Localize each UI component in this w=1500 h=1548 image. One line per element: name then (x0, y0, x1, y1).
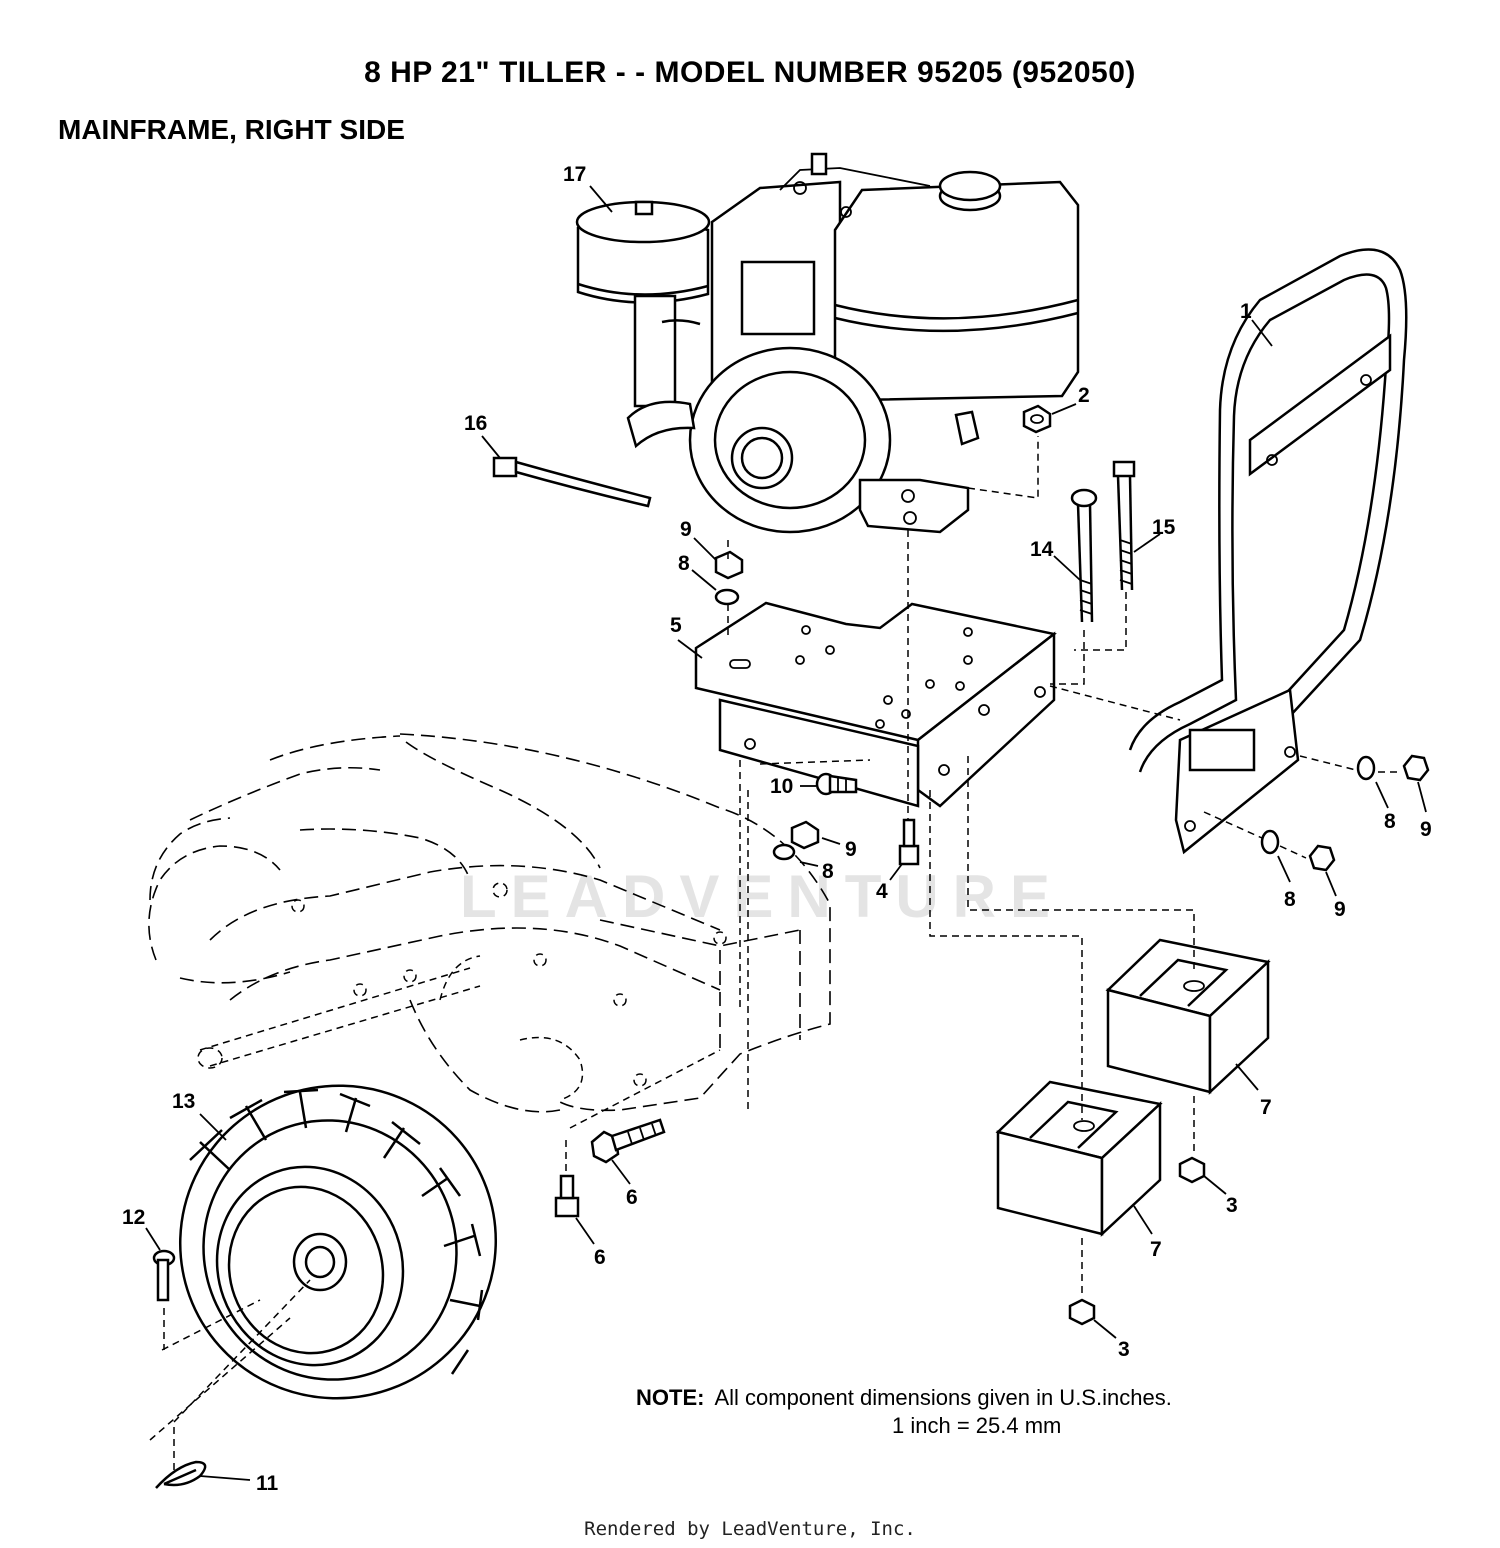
diagram-subtitle: MAINFRAME, RIGHT SIDE (58, 114, 405, 145)
bolt-6-upper (590, 1118, 666, 1164)
diagram-title: 8 HP 21" TILLER - - MODEL NUMBER 95205 (… (364, 56, 1136, 89)
callout-9-mid: 9 (845, 838, 857, 861)
callout-13: 13 (172, 1090, 195, 1113)
callout-15: 15 (1152, 516, 1176, 539)
callout-9-top: 9 (680, 518, 692, 541)
callout-12: 12 (122, 1206, 145, 1229)
assembly-lines (149, 436, 1400, 1470)
nut-3-upper (1178, 1156, 1206, 1184)
bolt-14 (1070, 488, 1098, 623)
front-bumper (1128, 248, 1408, 855)
nut-9-mid (790, 820, 820, 850)
mainframe-plate (694, 601, 1057, 808)
washer-8-mid (772, 843, 796, 861)
callout-11: 11 (256, 1472, 279, 1495)
wheel-tire (178, 1084, 498, 1400)
callout-4: 4 (876, 880, 888, 903)
air-cleaner (575, 200, 711, 408)
engine (575, 152, 1080, 534)
callout-1: 1 (1240, 300, 1252, 323)
callout-17: 17 (563, 163, 586, 186)
fuel-tank (833, 170, 1080, 402)
callout-9-right: 9 (1420, 818, 1432, 841)
tine-block-upper (1105, 938, 1271, 1095)
callout-3-lower: 3 (1118, 1338, 1130, 1361)
bolt-6-lower (554, 1174, 580, 1218)
callout-6-upper: 6 (626, 1186, 638, 1209)
nut-9-top (714, 550, 744, 580)
leader-lines (145, 185, 1427, 1481)
nut-9-right (1402, 754, 1430, 782)
tine-housing-outline (148, 733, 831, 1113)
note-line-1: All component dimensions given in U.S.in… (714, 1385, 1172, 1410)
washer-8-top (714, 588, 740, 606)
callout-8-lower: 8 (1284, 888, 1296, 911)
callout-9-lower: 9 (1334, 898, 1346, 921)
callout-7-lower: 7 (1150, 1238, 1162, 1261)
callout-10: 10 (770, 775, 793, 798)
tine-block-lower (995, 1080, 1163, 1237)
callout-5: 5 (670, 614, 682, 637)
hairpin-clip (155, 1460, 207, 1489)
washer-8-right (1356, 755, 1376, 781)
clevis-pin (152, 1249, 176, 1302)
callout-2: 2 (1078, 384, 1090, 407)
note-line-2: 1 inch = 25.4 mm (892, 1413, 1062, 1438)
bolt-15 (1112, 460, 1136, 591)
callout-8-mid: 8 (822, 860, 834, 883)
callout-16: 16 (464, 412, 487, 435)
callout-3-upper: 3 (1226, 1194, 1238, 1217)
note-text: NOTE: All component dimensions given in U… (636, 1384, 1172, 1440)
nut-9-lower (1308, 844, 1336, 872)
bolt-4 (898, 818, 920, 866)
callout-8-top: 8 (678, 552, 690, 575)
cable-tie (492, 456, 652, 508)
bolt-10 (815, 772, 858, 796)
nut-3-lower (1068, 1298, 1096, 1326)
footer-credit: Rendered by LeadVenture, Inc. (584, 1518, 916, 1540)
nut-2 (1022, 404, 1052, 434)
callout-8-right: 8 (1384, 810, 1396, 833)
note-label: NOTE: (636, 1385, 705, 1410)
callout-7-upper: 7 (1260, 1096, 1272, 1119)
callout-6-lower: 6 (594, 1246, 606, 1269)
watermark: LEADVENTURE (460, 863, 1065, 930)
washer-8-lower (1260, 829, 1280, 855)
callout-14: 14 (1030, 538, 1054, 561)
